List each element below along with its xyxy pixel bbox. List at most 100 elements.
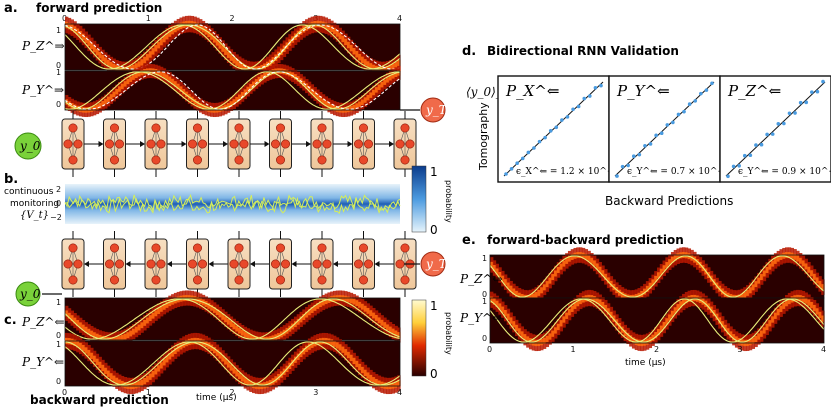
heatmap-core <box>78 342 83 350</box>
heatmap-core <box>358 53 362 61</box>
heatmap-core <box>595 263 600 270</box>
heatmap-core <box>199 102 203 109</box>
heatmap-core <box>620 291 625 298</box>
heatmap-core <box>776 255 781 262</box>
heatmap-core <box>556 323 561 331</box>
heatmap-core <box>567 255 572 262</box>
heatmap-core <box>807 266 811 273</box>
heatmap-core <box>631 337 636 344</box>
heatmap-core <box>346 351 351 359</box>
e-time-label: time (μs) <box>625 358 666 368</box>
heatmap-core <box>684 296 689 304</box>
rnn-node <box>234 155 244 165</box>
rnn-node <box>395 139 405 149</box>
heatmap-core <box>344 295 348 302</box>
heatmap-core <box>76 28 80 35</box>
heatmap-core <box>235 370 239 377</box>
heatmap-core <box>305 83 309 89</box>
rnn-backward-row <box>61 231 417 297</box>
heatmap-core <box>140 59 144 66</box>
heatmap-core <box>243 331 248 338</box>
heatmap-core <box>386 66 390 73</box>
heatmap-core <box>137 324 141 331</box>
heatmap-core <box>676 253 680 260</box>
panel-d-title: Bidirectional RNN Validation <box>487 44 679 58</box>
c-pz-ytick-0: 0 <box>56 331 61 340</box>
heatmap-core <box>229 54 234 61</box>
heatmap-core <box>355 360 359 368</box>
heatmap-core <box>168 30 172 37</box>
rnn-node <box>270 139 280 149</box>
heatmap-core <box>520 331 524 338</box>
xtick-label: 4 <box>397 388 402 397</box>
heatmap-core <box>296 318 301 325</box>
heatmap-e-pz <box>489 247 825 306</box>
heatmap-core <box>501 306 505 313</box>
heatmap-core <box>748 339 753 346</box>
scatter-point <box>665 123 670 127</box>
heatmap-core <box>523 334 527 341</box>
label-e-pz: P_Z^⇔ <box>459 272 503 286</box>
rnn-node <box>188 259 198 269</box>
heatmap-core <box>145 54 150 61</box>
heatmap-core <box>601 270 605 277</box>
rnn-node <box>68 123 78 133</box>
heatmap-core <box>363 369 368 377</box>
scatter-point <box>798 100 803 105</box>
heatmap-core <box>106 370 111 377</box>
heatmap-core <box>95 104 100 110</box>
rnn-arrowhead <box>98 141 104 147</box>
heatmap-core <box>540 339 544 346</box>
heatmap-core <box>112 63 116 71</box>
heatmap-core <box>679 301 683 308</box>
heatmap-core <box>665 262 669 269</box>
heatmap-core <box>821 284 825 291</box>
heatmap-core <box>215 39 220 46</box>
heatmap-core <box>495 268 499 275</box>
heatmap-core <box>168 353 172 360</box>
scatter-point <box>704 88 709 92</box>
heatmap-core <box>95 358 100 366</box>
heatmap-core <box>657 328 661 336</box>
heatmap-core <box>531 293 536 300</box>
heatmap-core <box>606 277 611 284</box>
heatmap-core <box>235 325 239 332</box>
rnn-node <box>198 259 208 269</box>
heatmap-core <box>355 300 359 307</box>
label-a-py: P_Y^⇒ <box>21 83 64 97</box>
heatmap-core <box>218 311 222 318</box>
heatmap-core <box>190 295 195 302</box>
heatmap-core <box>338 32 342 40</box>
heatmap-core <box>238 61 242 69</box>
heatmap-core <box>243 377 248 384</box>
heatmap-core <box>807 299 811 306</box>
heatmap-core <box>176 83 181 90</box>
a-pz-ytick-1: 1 <box>56 26 61 35</box>
heatmap-core <box>324 100 329 107</box>
heatmap-core <box>670 310 675 318</box>
heatmap-core <box>249 380 253 388</box>
heatmap-core <box>263 72 267 79</box>
rnn-arrowhead <box>208 261 214 267</box>
heatmap-core <box>397 332 401 338</box>
heatmap-core <box>651 279 655 286</box>
heatmap-core <box>70 315 74 322</box>
heatmap-core <box>106 96 111 103</box>
heatmap-core <box>358 101 362 108</box>
rnn-node <box>151 155 161 165</box>
heatmap-core <box>229 101 234 107</box>
heatmap-core <box>182 89 186 95</box>
heatmap-curve <box>64 71 400 110</box>
heatmap-core <box>659 268 664 275</box>
label-c-py: P_Y^⇐ <box>21 355 64 369</box>
heatmap-core <box>503 309 508 317</box>
heatmap-core <box>98 51 102 59</box>
heatmap-core <box>366 94 370 101</box>
heatmap-core <box>397 380 401 387</box>
heatmap-core <box>503 279 508 286</box>
heatmap-core <box>120 334 125 341</box>
heatmap-core <box>562 260 566 267</box>
heatmap-core <box>592 260 597 267</box>
heatmap-frame <box>64 297 401 341</box>
